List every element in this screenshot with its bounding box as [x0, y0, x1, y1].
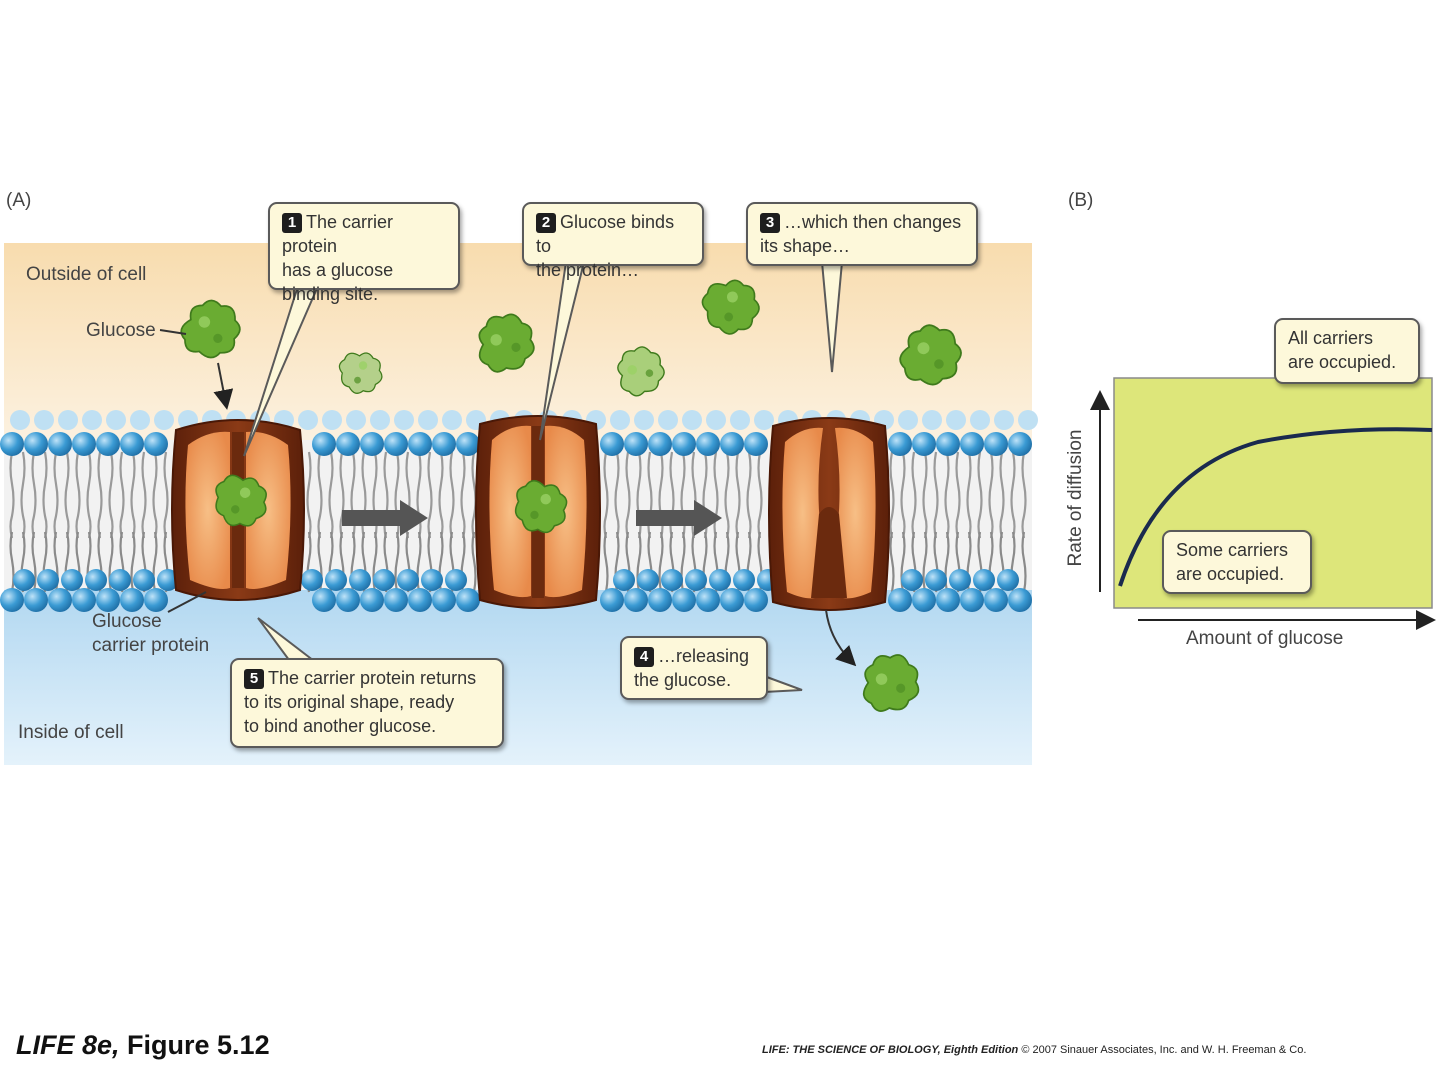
- y-axis-label: Rate of diffusion: [1065, 429, 1086, 567]
- step-badge-2: 2: [536, 213, 556, 233]
- step-arrow-2: [636, 500, 722, 536]
- callout-all-carriers: All carriers are occupied.: [1274, 318, 1420, 384]
- glucose-molecules: [180, 279, 962, 712]
- x-axis-label: Amount of glucose: [1186, 628, 1344, 649]
- glucose-molecule: [617, 346, 665, 397]
- lipid-heads-outer: [0, 410, 1038, 456]
- glucose-molecule: [862, 654, 920, 712]
- callout-step-3: 3…which then changes its shape…: [746, 202, 978, 266]
- lipid-tails: [9, 451, 1027, 593]
- step-badge-3: 3: [760, 213, 780, 233]
- step-badge-5: 5: [244, 669, 264, 689]
- carrier-protein-label: Glucose carrier protein: [92, 611, 210, 656]
- glucose-molecule: [338, 352, 383, 394]
- pointer-lines: [159, 329, 857, 667]
- step-badge-1: 1: [282, 213, 302, 233]
- saturation-curve: [1118, 427, 1433, 587]
- glucose-molecule: [899, 324, 962, 386]
- carrier-protein-3: [768, 417, 890, 611]
- glucose-molecule: [215, 474, 267, 527]
- glucose-molecule: [478, 313, 535, 373]
- step-arrow-1: [342, 500, 428, 536]
- inside-of-cell-label: Inside of cell: [18, 722, 124, 743]
- outside-of-cell-label: Outside of cell: [26, 264, 147, 285]
- panel-b-label: (B): [1068, 190, 1094, 211]
- lipid-heads-inner: [0, 569, 1032, 612]
- glucose-molecule: [514, 479, 568, 534]
- figure-caption: LIFE 8e, Figure 5.12: [16, 1030, 270, 1060]
- panel-a-label: (A): [6, 190, 32, 211]
- callout-step-4: 4…releasing the glucose.: [620, 636, 768, 700]
- credit-line: LIFE: THE SCIENCE OF BIOLOGY, Eighth Edi…: [762, 1044, 1307, 1056]
- callout-some-carriers: Some carriers are occupied.: [1162, 530, 1312, 594]
- glucose-molecule: [180, 299, 241, 359]
- glucose-label: Glucose: [86, 320, 156, 341]
- step-badge-4: 4: [634, 647, 654, 667]
- glucose-molecule: [701, 279, 760, 335]
